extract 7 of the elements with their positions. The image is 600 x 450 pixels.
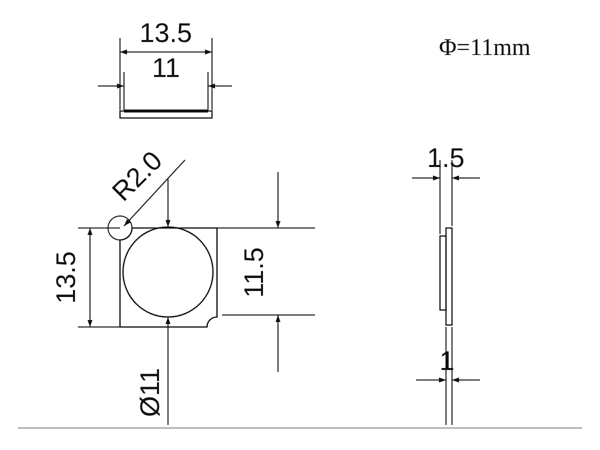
specification-note: Φ=11mm (439, 36, 531, 60)
dimension-label: 11.5 (240, 246, 268, 298)
dimension-label: 13.5 (140, 20, 192, 46)
dimension-label: 13.5 (52, 250, 80, 304)
dimension-label: 11 (152, 54, 180, 82)
dimension-label: Ø11 (136, 367, 164, 417)
dimension-label: 1.5 (427, 144, 465, 172)
